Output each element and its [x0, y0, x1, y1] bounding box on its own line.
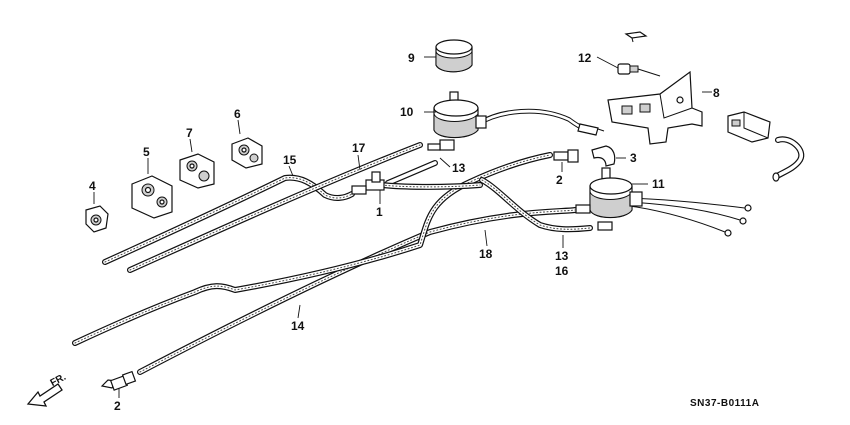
- leader-lines: [93, 56, 712, 398]
- tube-18: [72, 152, 553, 346]
- hose-elbow: [772, 136, 805, 182]
- callout-8: 8: [713, 86, 720, 100]
- callout-4: 4: [89, 179, 96, 193]
- joint-2-upper: [553, 149, 579, 163]
- clamp-6: [231, 137, 263, 169]
- tube-17: [127, 142, 423, 273]
- front-arrow-icon: [26, 383, 63, 407]
- tube-15: [102, 174, 355, 265]
- callout-2-upper: 2: [556, 173, 563, 187]
- callout-10: 10: [400, 105, 414, 119]
- tube-14: [137, 207, 578, 375]
- callout-6: 6: [234, 107, 241, 121]
- callout-labels: 9 10 12 8 3 11 2 13 1 15 17 18 13 16 14 …: [89, 51, 720, 413]
- callout-13-upper: 13: [452, 161, 466, 175]
- harness-valve-11: [629, 197, 752, 237]
- tube-18-branch: [479, 177, 593, 233]
- callout-11: 11: [652, 177, 665, 191]
- callout-5: 5: [143, 145, 150, 159]
- solenoid-valve-11: [575, 167, 643, 231]
- callout-1: 1: [376, 205, 383, 219]
- callout-3: 3: [630, 151, 637, 165]
- solenoid-valve-10: [427, 91, 487, 151]
- callout-7: 7: [186, 126, 193, 140]
- harness-valve-10: [477, 108, 605, 136]
- front-direction-indicator: FR.: [26, 372, 69, 407]
- callout-14: 14: [291, 319, 305, 333]
- callout-18: 18: [479, 247, 493, 261]
- callout-17: 17: [352, 141, 366, 155]
- callout-13-lower: 13: [555, 249, 569, 263]
- clamp-7: [179, 153, 215, 189]
- joint-2-lower: [100, 370, 137, 391]
- filter-cap-9: [435, 39, 473, 73]
- front-direction-label: FR.: [49, 372, 69, 389]
- harness-connector: [727, 111, 771, 143]
- tube-connector-1: [379, 182, 483, 190]
- callout-9: 9: [408, 51, 415, 65]
- clamp-4: [85, 205, 109, 233]
- elbow-3: [591, 145, 616, 167]
- callout-12: 12: [578, 51, 592, 65]
- clamp-5: [131, 175, 173, 219]
- callout-2-lower: 2: [114, 399, 121, 413]
- bolt-12: [617, 63, 661, 77]
- callout-16: 16: [555, 264, 569, 278]
- tube-13-upper: [385, 160, 438, 186]
- bracket-8: [607, 31, 703, 145]
- callout-15: 15: [283, 153, 297, 167]
- t-joint-1: [351, 171, 385, 195]
- diagram-code: SN37-B0111A: [690, 398, 759, 409]
